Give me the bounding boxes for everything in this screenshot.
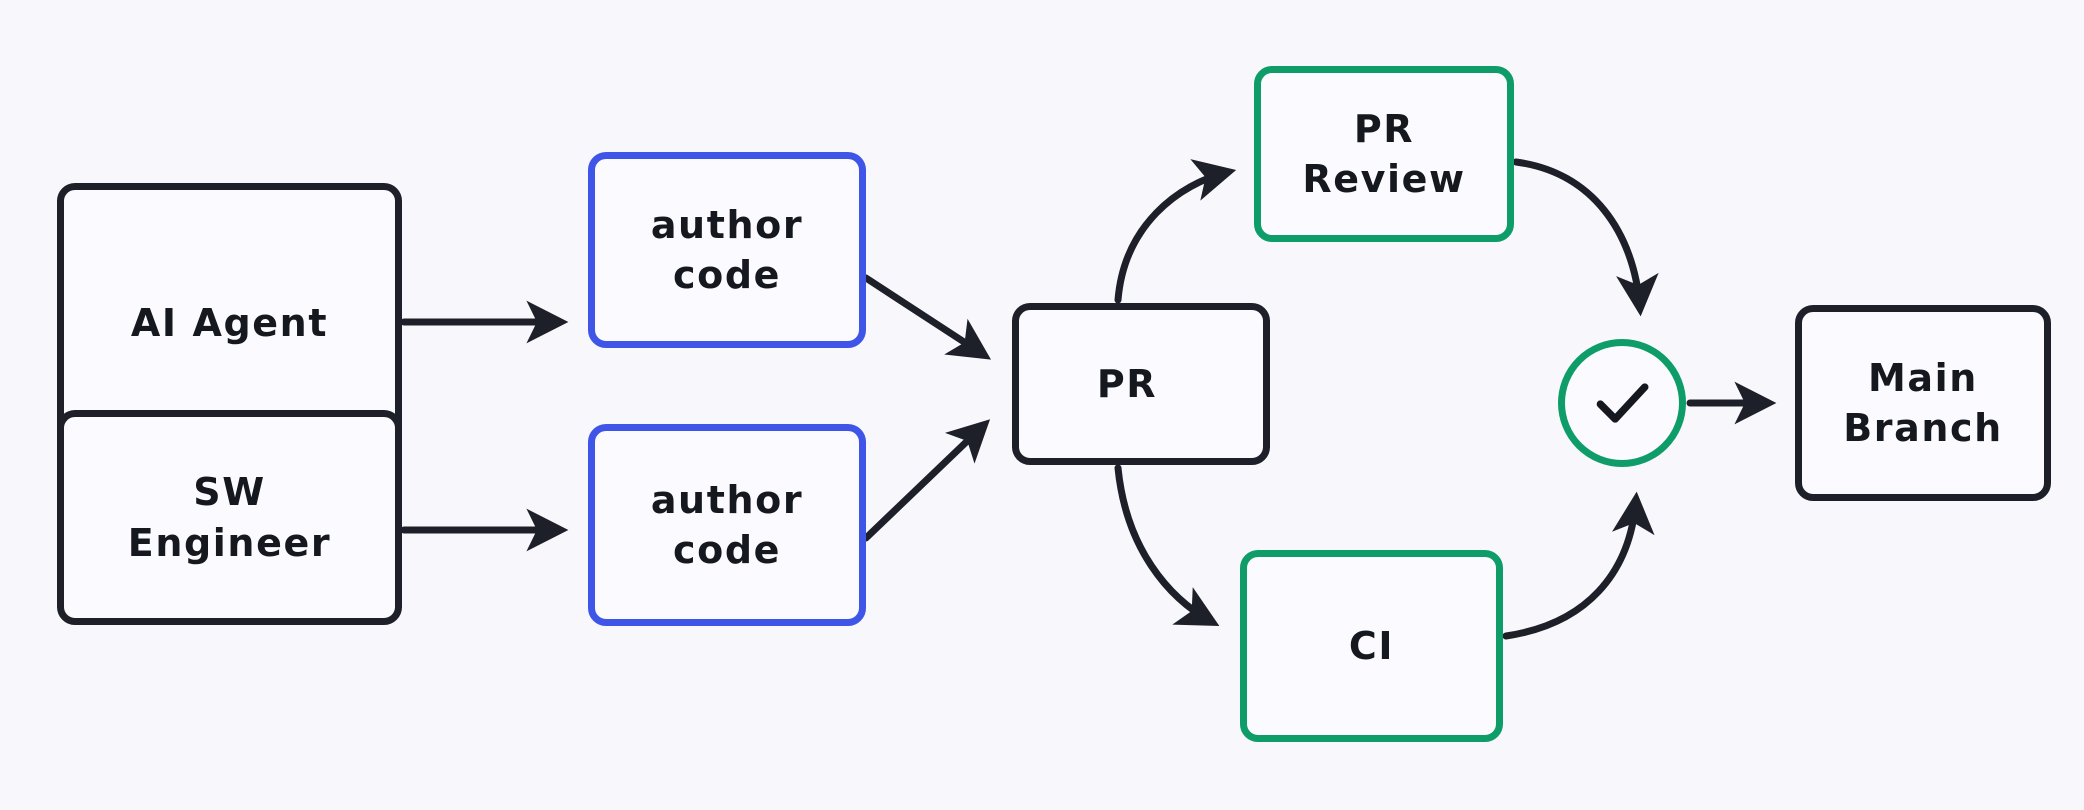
node-author-code-agent[interactable]: author code — [588, 152, 866, 348]
node-pr-label: PR — [1096, 361, 1158, 406]
edge-pr-to-pr-review — [1114, 159, 1237, 304]
node-author-code-engineer[interactable]: author code — [588, 424, 866, 626]
node-author-code-agent-label: author code — [650, 202, 804, 297]
node-author-code-engineer-label: author code — [650, 477, 804, 572]
edge-pr-to-ci — [1114, 464, 1220, 627]
edge-author-code-engineer-to-pr — [862, 419, 991, 542]
node-pr[interactable]: PR — [1012, 303, 1270, 465]
node-main-branch-label: Main Branch — [1843, 355, 2003, 450]
node-ai-agent-label: AI Agent — [130, 300, 329, 345]
node-main-branch[interactable]: Main Branch — [1795, 305, 2051, 501]
edge-pr-review-to-merge-check — [1512, 158, 1659, 317]
node-ci[interactable]: CI — [1240, 550, 1503, 742]
node-merge-check[interactable] — [1558, 339, 1686, 467]
check-icon — [1596, 383, 1649, 423]
edge-author-code-agent-to-pr — [862, 274, 992, 360]
node-pr-review[interactable]: PR Review — [1254, 66, 1514, 242]
node-sw-engineer[interactable]: SW Engineer — [57, 410, 402, 625]
node-pr-review-label: PR Review — [1302, 106, 1466, 201]
node-sw-engineer-label: SW Engineer — [127, 470, 332, 565]
node-ci-label: CI — [1348, 623, 1395, 668]
edge-ci-to-merge-check — [1502, 491, 1655, 640]
